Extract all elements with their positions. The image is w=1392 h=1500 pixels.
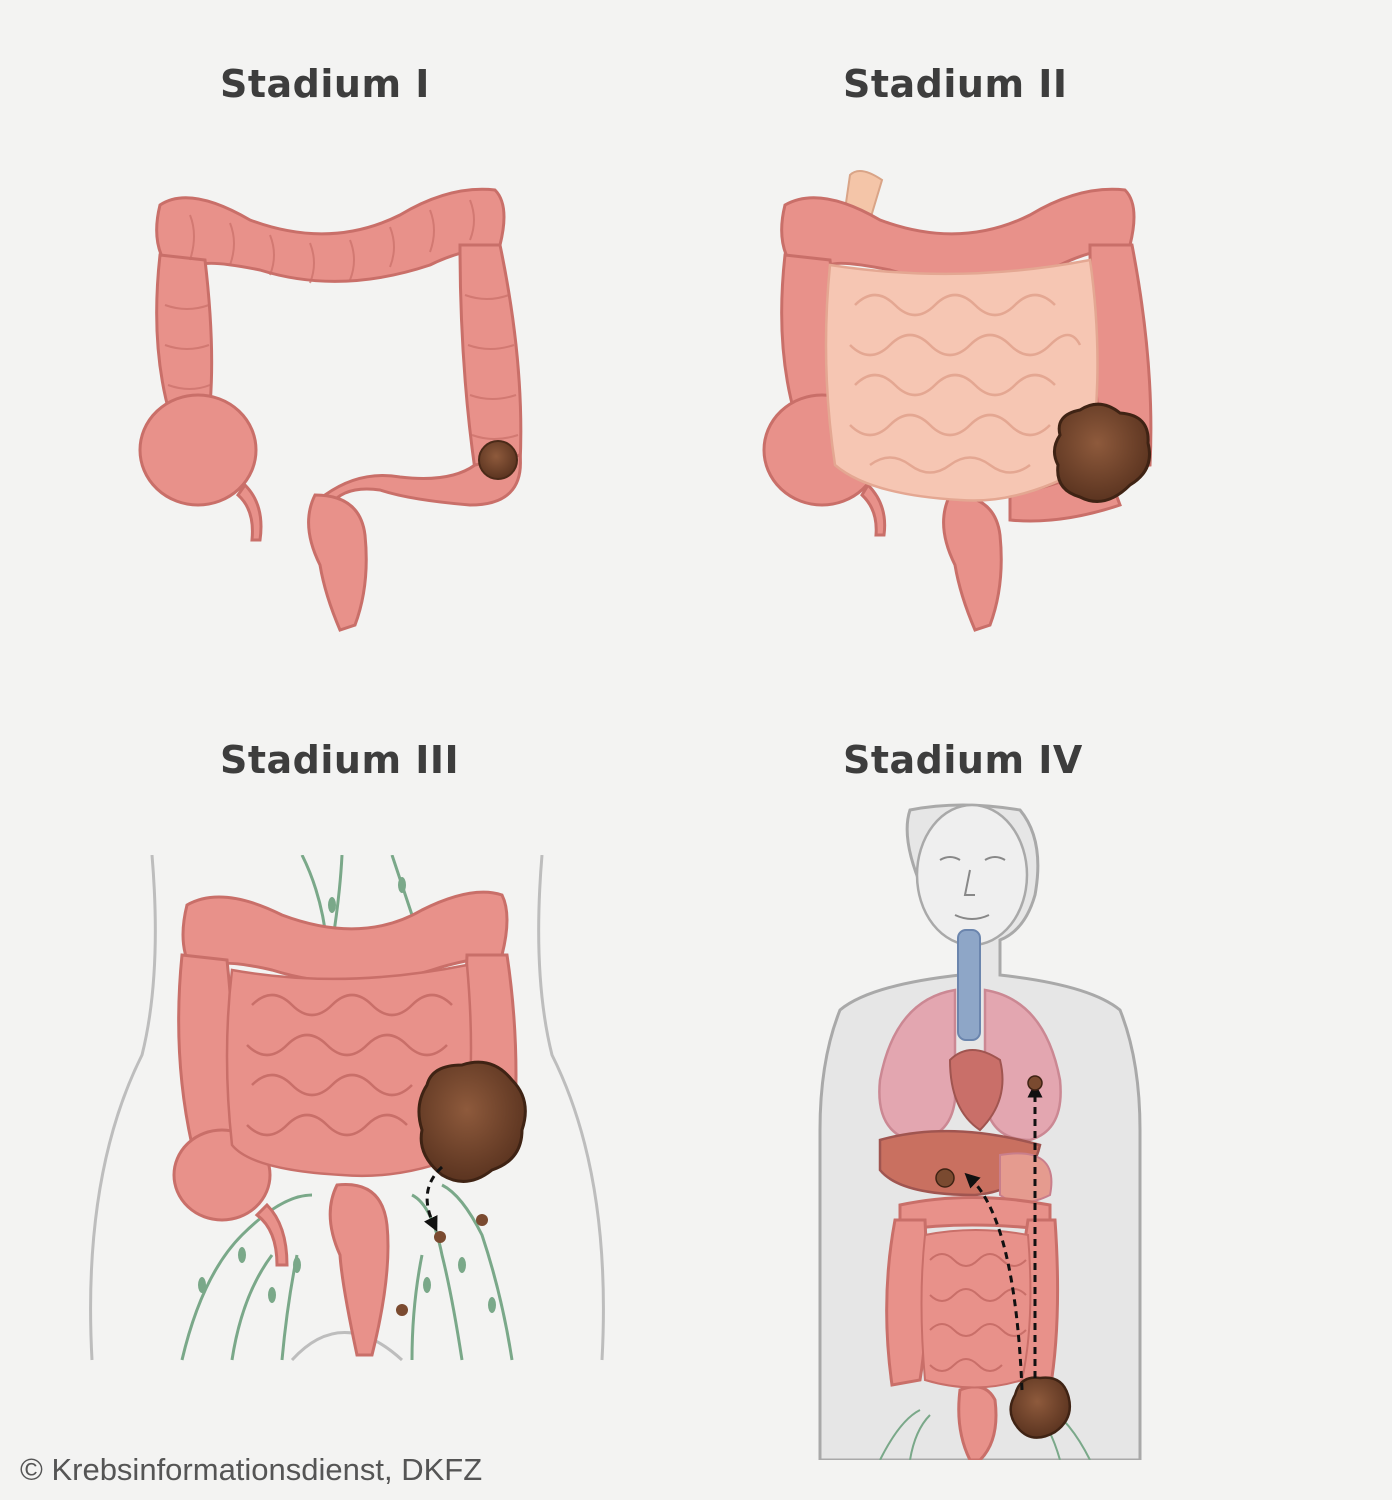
stomach <box>999 1152 1053 1204</box>
colon-haustra <box>164 199 519 440</box>
tumor-large <box>417 1060 527 1183</box>
stage-3-illustration <box>82 855 612 1365</box>
stage-4-title: Stadium IV <box>843 738 1083 782</box>
metastases <box>935 1075 1043 1188</box>
face-features <box>939 856 1006 920</box>
colon <box>138 187 523 632</box>
lymph-nodes <box>198 877 496 1313</box>
affected-lymph-nodes <box>396 1214 488 1316</box>
small-intestine-loops <box>246 993 453 1137</box>
copyright-credit: © Krebsinformationsdienst, DKFZ <box>20 1452 483 1487</box>
metastasis-arrows <box>964 1082 1043 1391</box>
stage-1-illustration <box>130 165 550 645</box>
small-intestine-loops <box>849 293 1082 474</box>
heart <box>948 1049 1004 1132</box>
stage-2-title: Stadium II <box>843 62 1068 106</box>
lungs <box>878 988 1062 1142</box>
spread-arrow <box>423 1165 444 1232</box>
stage-3-title: Stadium III <box>220 738 460 782</box>
face <box>915 803 1029 947</box>
small-intestine-loops <box>929 1253 1027 1372</box>
small-intestine <box>920 1229 1032 1389</box>
stage-4-illustration <box>800 800 1160 1460</box>
stage-2-illustration <box>760 165 1180 645</box>
tumor-small <box>478 440 518 480</box>
primary-tumor <box>1009 1376 1072 1439</box>
trachea <box>957 929 981 1041</box>
body-outline <box>89 855 605 1362</box>
small-intestine <box>824 258 1099 502</box>
stage-1-title: Stadium I <box>220 62 430 106</box>
tumor-large <box>1053 402 1151 503</box>
